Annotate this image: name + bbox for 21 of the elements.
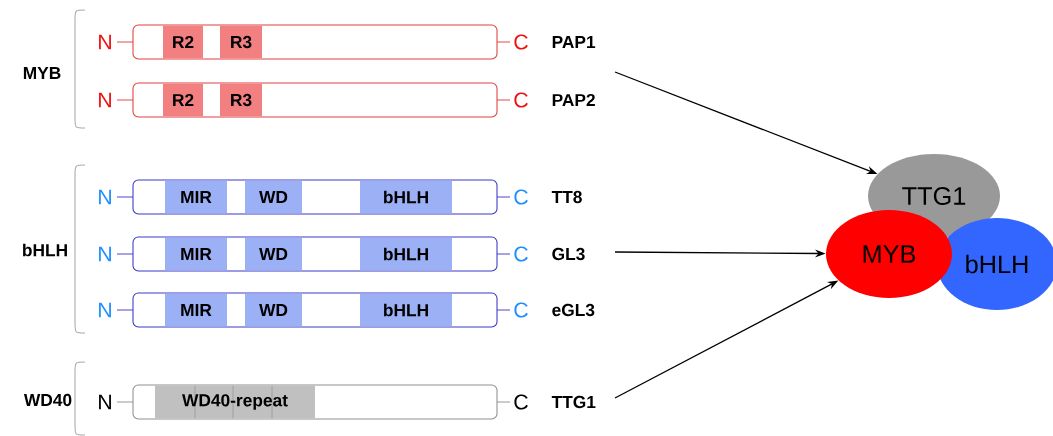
protein-name: GL3 bbox=[552, 247, 585, 261]
terminus-label: C bbox=[514, 34, 528, 50]
terminus-label: C bbox=[514, 92, 528, 108]
terminus-label: N bbox=[99, 394, 111, 410]
terminus-label: N bbox=[99, 92, 111, 108]
terminus-label: C bbox=[514, 394, 528, 410]
protein-name: PAP1 bbox=[552, 36, 596, 48]
protein-name: TTG1 bbox=[551, 395, 596, 409]
protein-name: eGL3 bbox=[552, 303, 595, 317]
terminus-label: C bbox=[514, 302, 528, 318]
terminus-label: N bbox=[99, 34, 111, 50]
terminus-label: N bbox=[99, 189, 111, 205]
group-label: MYB bbox=[23, 67, 61, 79]
protein-name: TT8 bbox=[551, 190, 582, 204]
protein-name: PAP2 bbox=[552, 93, 595, 107]
group-label: bHLH bbox=[23, 243, 67, 257]
group-label: WD40 bbox=[23, 393, 72, 407]
terminus-label: N bbox=[99, 246, 111, 262]
terminus-label: C bbox=[514, 189, 528, 205]
terminus-label: C bbox=[514, 246, 528, 262]
terminus-label: N bbox=[99, 302, 111, 318]
